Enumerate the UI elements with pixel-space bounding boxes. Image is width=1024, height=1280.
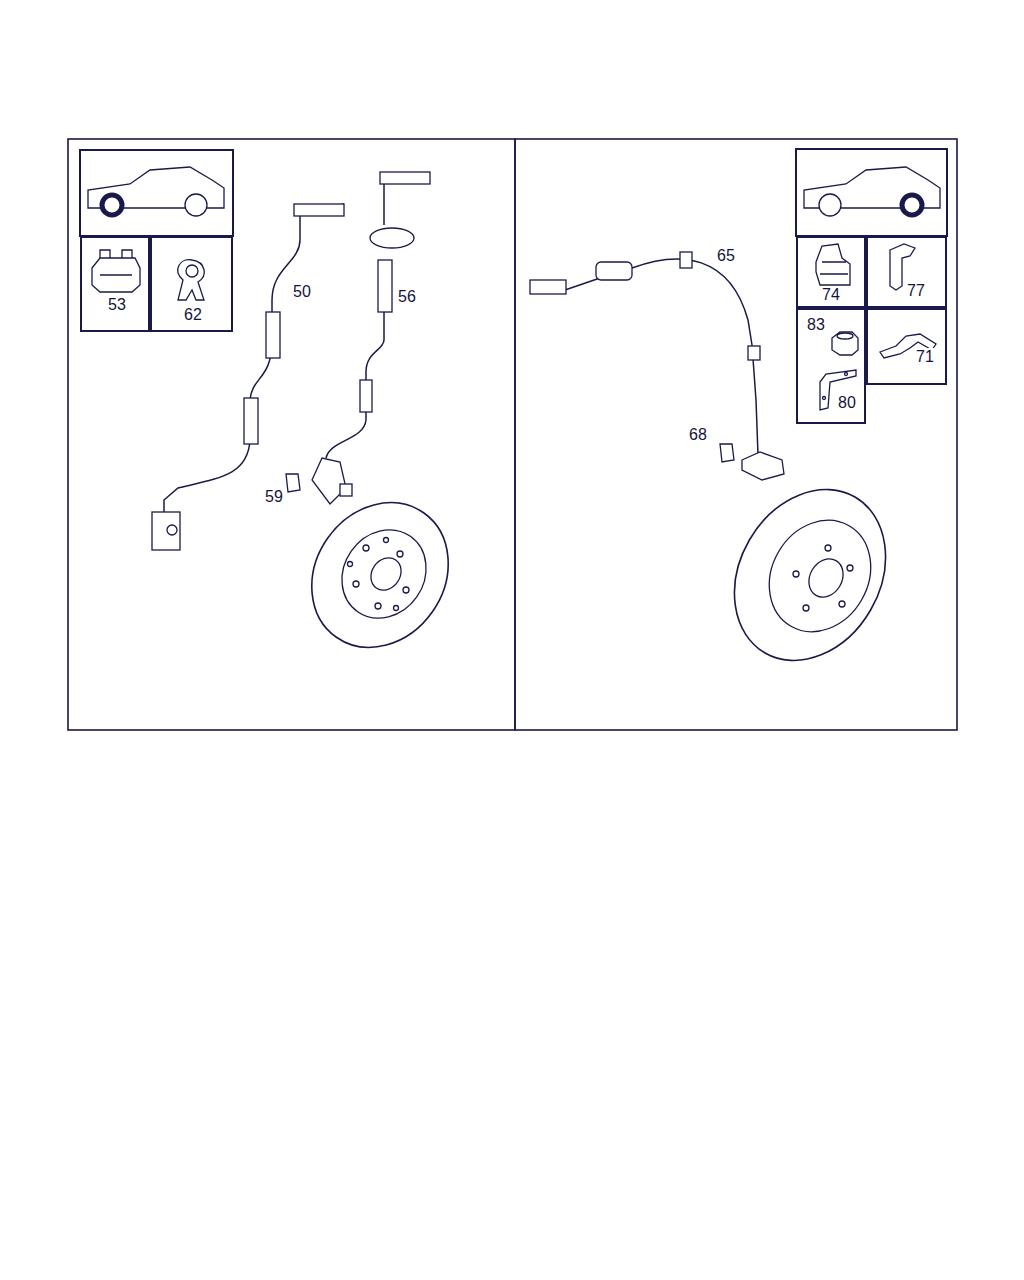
callout-number: 65 <box>715 247 737 265</box>
callout-number: 74 <box>820 286 842 304</box>
part-box: 74 <box>796 236 866 308</box>
callout-number: 56 <box>396 288 418 306</box>
callout-number: 77 <box>905 282 927 300</box>
part-box: 71 <box>866 308 947 385</box>
part-box: 77 <box>866 236 947 308</box>
callout-number: 62 <box>182 306 204 324</box>
callout-number: 50 <box>291 283 313 301</box>
callout-number: 68 <box>687 426 709 444</box>
callout-number: 71 <box>914 348 936 366</box>
part-box: 83 80 <box>796 308 866 424</box>
callout-number: 80 <box>836 394 858 412</box>
callout-number: 53 <box>106 296 128 314</box>
callout-number: 83 <box>805 316 827 334</box>
part-box: 53 <box>80 236 150 332</box>
part-box: 62 <box>150 236 233 332</box>
callout-number: 59 <box>263 488 285 506</box>
